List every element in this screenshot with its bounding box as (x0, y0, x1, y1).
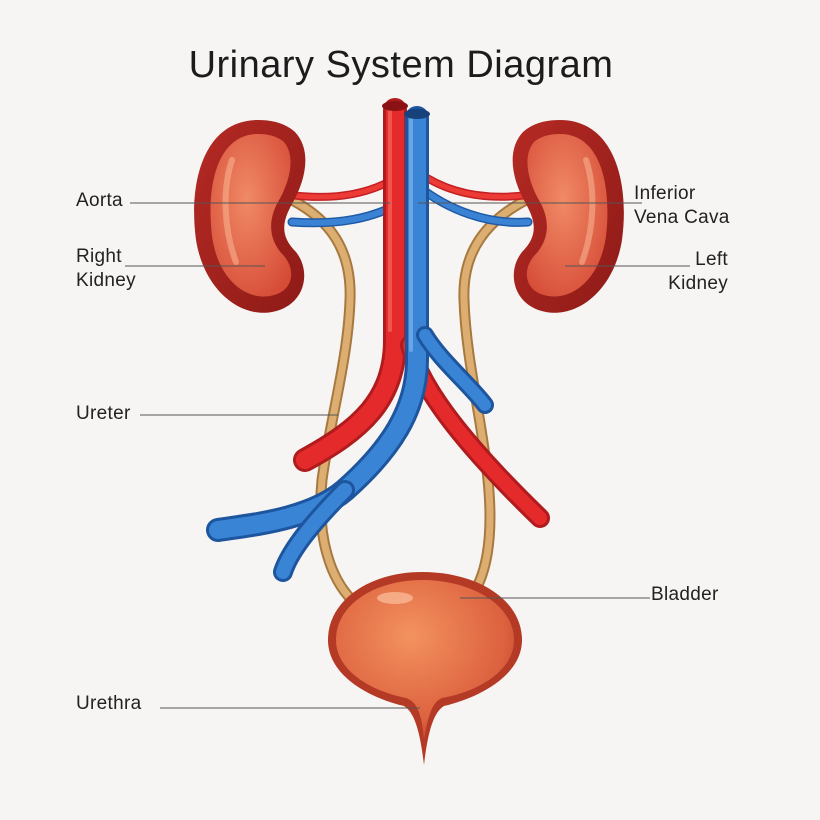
ureter-label: Ureter (76, 403, 131, 424)
diagram-title: Urinary System Diagram (188, 44, 614, 86)
leader-lines (125, 202, 690, 709)
right-kidney-label: Right Kidney (76, 245, 136, 293)
left-kidney-label-line2: Kidney (668, 273, 728, 294)
right-kidney-label-line1: Right (76, 246, 122, 267)
right-kidney-label-line2: Kidney (76, 270, 136, 291)
urethra-label: Urethra (76, 693, 142, 714)
inferior-vena-cava-vessel (206, 106, 494, 582)
inferior-vena-cava-label-line2: Vena Cava (634, 207, 730, 228)
right-kidney-organ (194, 120, 306, 313)
aorta-label: Aorta (76, 190, 123, 211)
inferior-vena-cava-label: Inferior Vena Cava (634, 182, 730, 230)
left-kidney-label: Left Kidney (640, 248, 728, 296)
bladder-label: Bladder (651, 584, 719, 605)
inferior-vena-cava-label-line1: Inferior (634, 183, 696, 204)
left-kidney-organ (512, 120, 624, 313)
left-kidney-label-line1: Left (695, 249, 728, 270)
bladder-organ (328, 572, 522, 765)
